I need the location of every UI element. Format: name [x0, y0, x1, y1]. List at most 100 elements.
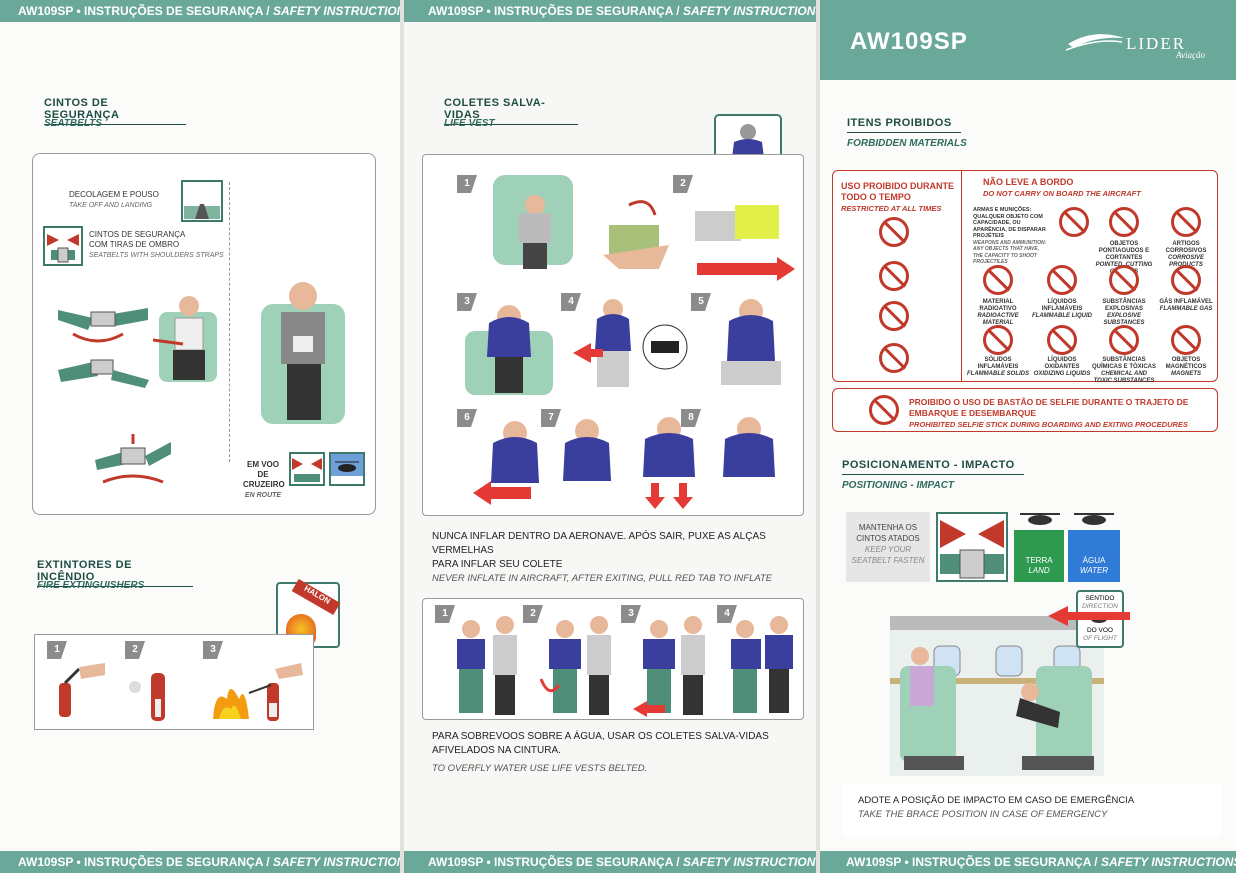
panel-left: AW109SP • INSTRUÇÕES DE SEGURANÇA / SAFE… [0, 0, 400, 873]
vest-step-4: 4 [561, 293, 581, 311]
footer-slash: / [672, 855, 683, 869]
cabin-scene-illustration [890, 616, 1104, 770]
footer-band-bottom: AW109SP • INSTRUÇÕES DE SEGURANÇA / SAFE… [820, 851, 1236, 873]
footer-sep: • [73, 855, 85, 869]
vest-open-pouch-illustration [603, 200, 669, 269]
noboard-pt: NÃO LEVE A BORDO [983, 177, 1074, 187]
shoulder-pt-2: COM TIRAS DE OMBRO [89, 240, 180, 249]
water-steps-box: 1 2 3 4 [422, 598, 804, 720]
item-en: FLAMMABLE SOLIDS [967, 371, 1029, 377]
brace-pt: ADOTE A POSIÇÃO DE IMPACTO EM CASO DE EM… [858, 795, 1135, 806]
runway-icon [181, 180, 223, 222]
footer-en: SAFETY INSTRUCTIONS [682, 4, 816, 18]
lifevest-steps-box: 1 2 3 4 5 6 7 8 [422, 154, 804, 516]
forbidden-subtitle: FORBIDDEN MATERIALS [847, 138, 967, 149]
vest-step-8: 8 [681, 409, 701, 427]
footer-slash: / [262, 4, 273, 18]
vest-step-3: 3 [457, 293, 477, 311]
impact-subtitle: POSITIONING - IMPACT [842, 480, 955, 491]
direction-arrow-icon [1048, 606, 1130, 626]
weapons-en: WEAPONS AND AMMUNITION: ANY OBJECTS THAT… [973, 239, 1047, 266]
fold-line [816, 0, 820, 873]
item-pt: MATERIAL RADIOATIVO [979, 299, 1017, 312]
footer-band-top: AW109SP • INSTRUÇÕES DE SEGURANÇA / SAFE… [0, 0, 400, 22]
lider-logo: LIDER Aviação [1064, 30, 1214, 64]
item-pt: OBJETOS MAGNÉTICOS [1165, 357, 1207, 370]
item-en: RADIOACTIVE MATERIAL [977, 313, 1019, 326]
footer-slash: / [1090, 855, 1101, 869]
divider-red [961, 171, 962, 381]
footer-model: AW109SP [18, 4, 74, 18]
brace-caption-box: ADOTE A POSIÇÃO DE IMPACTO EM CASO DE EM… [842, 784, 1222, 836]
halon-label: HALON [291, 578, 341, 616]
brand-sub: Aviação [1176, 50, 1205, 60]
footer-model: AW109SP [846, 855, 902, 869]
ext-pull-pin-illustration [59, 663, 105, 717]
helicopter-land-icon [1020, 513, 1060, 525]
vest-don-illustration [465, 305, 553, 395]
water-en: WATER [1079, 566, 1109, 575]
item-en: OXIDIZING LIQUIDS [1033, 371, 1091, 377]
footer-slash: / [262, 855, 273, 869]
helicopter-water-icon [1074, 513, 1114, 525]
selfie-label: PROIBIDO O USO DE BASTÃO DE SELFIE DURAN… [909, 397, 1188, 430]
item-en: CHEMICAL AND TOXIC SUBSTANCES [1093, 371, 1155, 384]
footer-band-top: AW109SP • INSTRUÇÕES DE SEGURANÇA / SAFE… [404, 0, 816, 22]
no-smoking-icon [879, 217, 909, 247]
water-step-4: 4 [717, 605, 737, 623]
keep-en-2: SEATBELT FASTEN [851, 556, 925, 565]
extinguishers-title: EXTINTORES DE INCÊNDIO [37, 559, 193, 587]
footer-model: AW109SP [18, 855, 74, 869]
weapons-label: ARMAS E MUNIÇÕES: QUALQUER OBJETO COM CA… [973, 207, 1049, 266]
water-step-3-illustration [633, 616, 705, 717]
keep-pt-1: MANTENHA OS [858, 523, 918, 532]
vest-step-1: 1 [457, 175, 477, 193]
extinguisher-steps-box: 1 2 3 [34, 634, 314, 730]
footer-pt: INSTRUÇÕES DE SEGURANÇA [494, 855, 673, 869]
item-pt: LÍQUIDOS OXIDANTES [1044, 357, 1080, 370]
toxic-icon [1109, 325, 1139, 355]
flammable-liquid-icon [1047, 265, 1077, 295]
footer-model: AW109SP [428, 855, 484, 869]
no-phone-icon [879, 261, 909, 291]
lifevest-note: NUNCA INFLAR DENTRO DA AERONAVE. APÓS SA… [432, 530, 812, 586]
note-pt-2: PARA INFLAR SEU COLETE [432, 559, 563, 570]
selfie-pt-1: PROIBIDO O USO DE BASTÃO DE SELFIE DURAN… [909, 397, 1189, 407]
belt-icon [289, 452, 325, 486]
footer-en: SAFETY INSTRUCTIONS [1100, 855, 1236, 869]
seated-man-illustration [153, 296, 217, 382]
panel-right: AW109SP LIDER Aviação ITENS PROIBIDOS FO… [820, 0, 1236, 873]
cruise-helicopter-icon [329, 452, 365, 486]
buckle-fasten-illustration [58, 308, 149, 388]
footer-pt: INSTRUÇÕES DE SEGURANÇA [84, 855, 263, 869]
header-bar: AW109SP LIDER Aviação [820, 0, 1236, 80]
cabin-illustration [890, 616, 1104, 776]
cruise-en: EN ROUTE [244, 492, 282, 499]
vest-buckle-illustration [573, 299, 688, 387]
footer-sep: • [483, 4, 495, 18]
restricted-pt-1: USO PROIBIDO DURANTE [841, 181, 955, 191]
footer-pt: INSTRUÇÕES DE SEGURANÇA [84, 4, 263, 18]
header-model: AW109SP [850, 28, 968, 55]
vest-light-illustration [723, 417, 775, 477]
takeoff-en: TAKE OFF AND LANDING [69, 202, 153, 209]
footer-en: SAFETY INSTRUCTIONS [682, 855, 816, 869]
no-selfie-stick-icon [869, 395, 899, 425]
shoulder-en: SEATBELTS WITH SHOULDERS STRAPS [89, 252, 224, 259]
water-pt-2: AFIVELADOS NA CINTURA. [432, 745, 561, 756]
seatbelts-title: CINTOS DE SEGURANÇA [44, 97, 186, 125]
water-note: PARA SOBREVOOS SOBRE A ÁGUA, USAR OS COL… [432, 730, 812, 776]
item-pt: GÁS INFLAMÁVEL [1159, 299, 1213, 305]
footer-en: SAFETY INSTRUCTIONS [272, 855, 400, 869]
item-en: FLAMMABLE GAS [1159, 306, 1213, 312]
dir-en-2: OF FLIGHT [1083, 635, 1117, 642]
footer-pt: INSTRUÇÕES DE SEGURANÇA [912, 855, 1091, 869]
keep-en-1: KEEP YOUR [864, 545, 912, 554]
